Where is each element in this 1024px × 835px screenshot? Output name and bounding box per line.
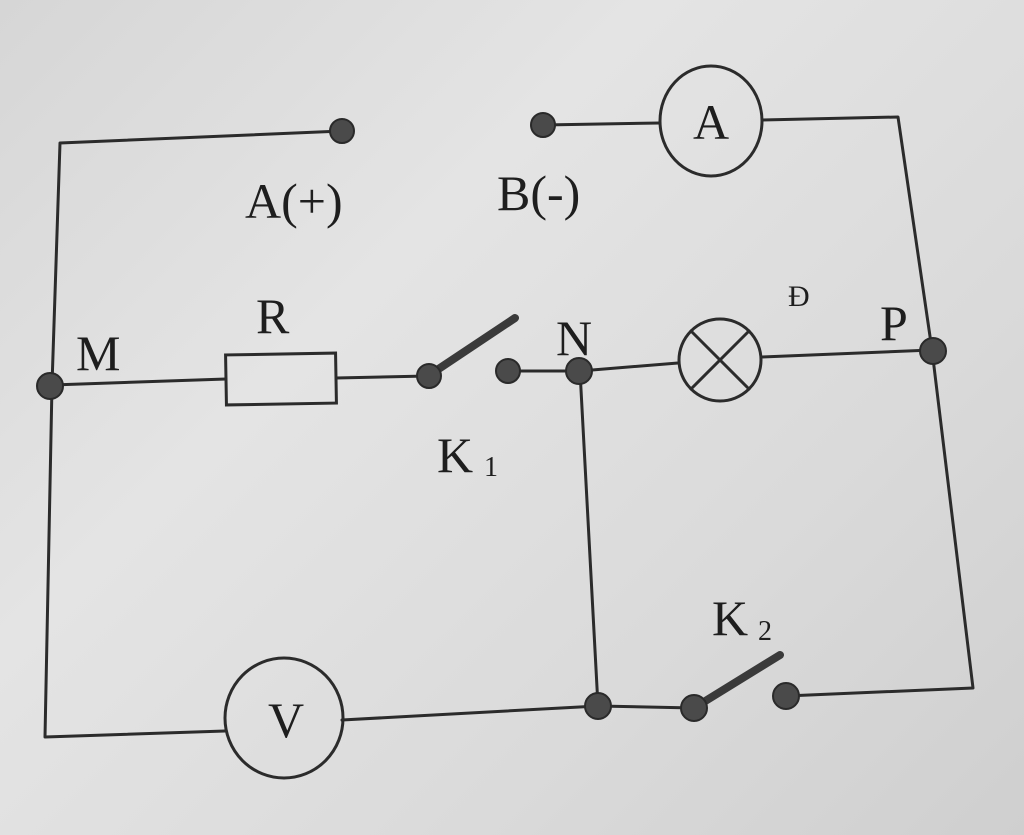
node-n-dot	[565, 357, 593, 385]
wire-m-to-bottom-left	[43, 383, 227, 739]
resistor-label: R	[256, 288, 290, 344]
switch-k1-blade	[424, 314, 519, 380]
wire-ammeter-to-p	[760, 115, 934, 352]
switch-k2-pivot	[680, 694, 708, 722]
wire-lamp-to-p	[760, 348, 934, 359]
switch-k1-contact	[495, 358, 521, 384]
wire-k2-to-right	[784, 348, 975, 698]
lamp-label: Đ	[788, 280, 810, 313]
ammeter-label: A	[693, 94, 729, 150]
lamp-symbol	[677, 317, 763, 403]
switch-k2-blade	[690, 651, 784, 712]
wire-m-to-resistor	[50, 377, 228, 387]
switch-k1-subscript: 1	[484, 452, 498, 483]
ammeter-symbol: A	[658, 64, 764, 178]
nodes	[36, 112, 947, 722]
lamp-cross-2	[689, 329, 751, 391]
switch-k2-label: K 2	[712, 590, 772, 647]
switch-k2-contact	[772, 682, 800, 710]
switch-k2-letter: K	[712, 590, 748, 646]
wire-voltmeter-to-junction	[340, 704, 600, 722]
wire-resistor-to-k1	[334, 374, 430, 380]
switch-k1-letter: K	[437, 427, 473, 483]
switch-k1-label: K 1	[437, 427, 498, 483]
wire-a-to-left	[50, 129, 344, 387]
voltmeter-symbol: V	[223, 656, 345, 780]
terminal-a-dot	[329, 118, 355, 144]
resistor-symbol	[224, 351, 338, 407]
node-p-dot	[919, 337, 947, 365]
terminal-a-label: A(+)	[245, 173, 343, 229]
lamp-circle	[677, 317, 763, 403]
switch-k2-subscript: 2	[758, 616, 772, 647]
wire-n-to-bottom	[578, 369, 600, 708]
node-n-label: N	[556, 310, 592, 366]
wire-n-to-lamp	[578, 361, 680, 373]
wire-junction-to-k2	[596, 704, 696, 710]
voltmeter-label: V	[268, 692, 304, 748]
junction-bottom-dot	[584, 692, 612, 720]
terminal-b-label: B(-)	[497, 165, 580, 221]
terminal-b-dot	[530, 112, 556, 138]
wire-b-to-ammeter	[541, 121, 662, 127]
switch-k1-pivot	[416, 363, 442, 389]
node-m-label: M	[76, 325, 120, 381]
node-p-label: P	[880, 295, 908, 351]
node-m-dot	[36, 372, 64, 400]
ammeter-circle	[658, 64, 764, 178]
voltmeter-circle	[223, 656, 345, 780]
